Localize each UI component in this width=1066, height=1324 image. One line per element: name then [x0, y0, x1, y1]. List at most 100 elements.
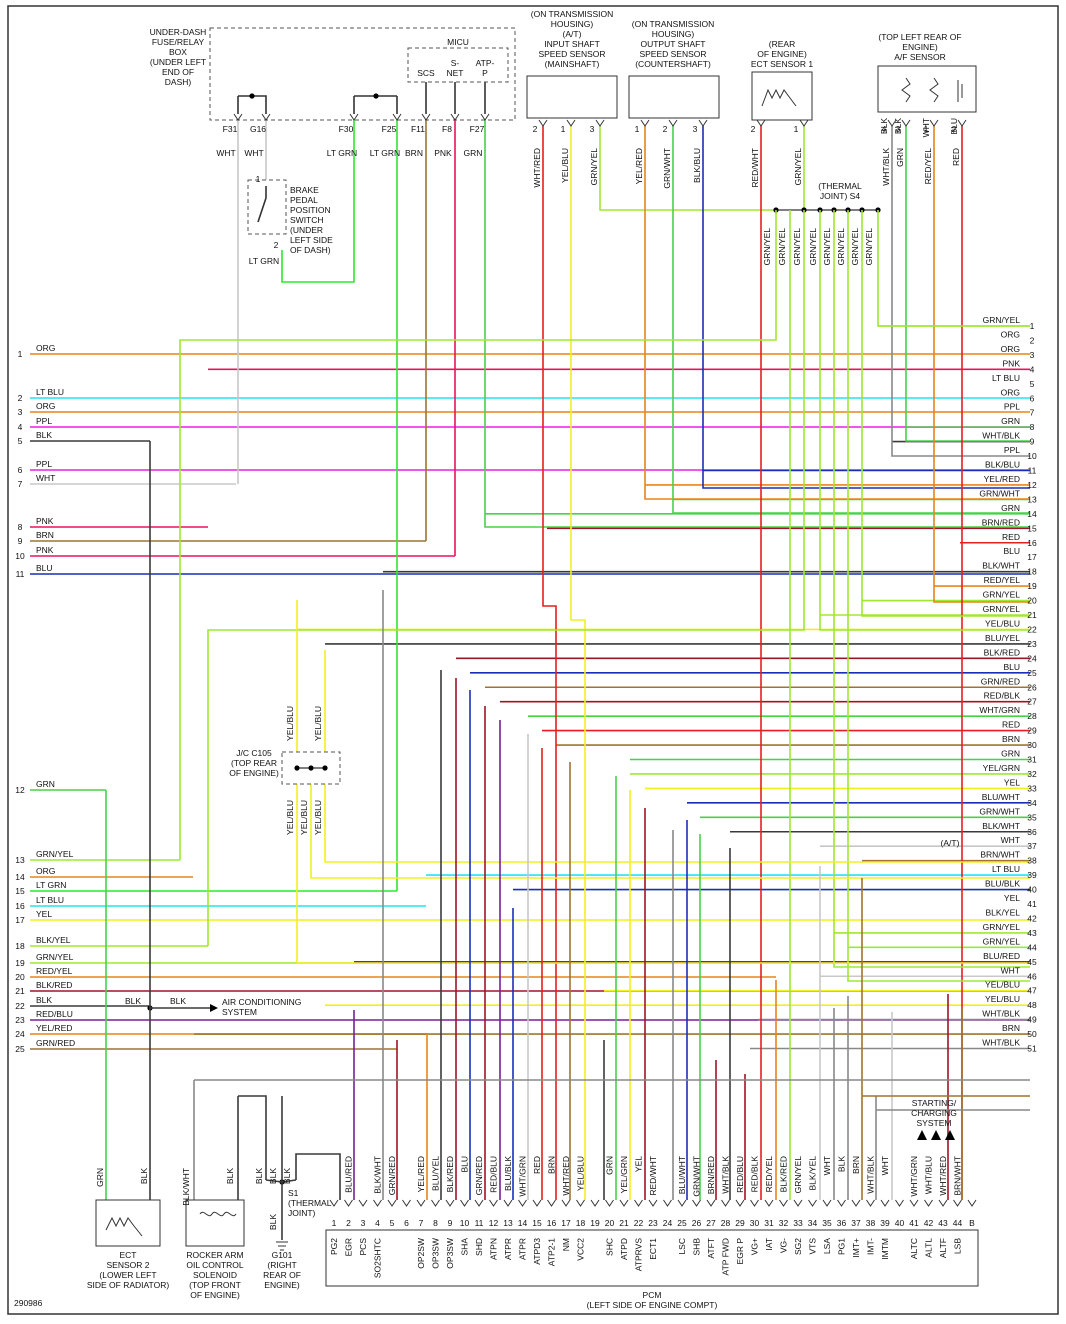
pcm-pin-number: 42	[924, 1218, 934, 1228]
left-row-number: 9	[18, 536, 23, 546]
wire-s4-drop-7	[861, 210, 1030, 617]
jc-c105-label-line: J/C C105	[236, 748, 272, 758]
ect1-label-line: ECT SENSOR 1	[751, 59, 813, 69]
right-row-number: 25	[1027, 668, 1037, 678]
left-row-number: 16	[15, 901, 25, 911]
left-row-number: 12	[15, 785, 25, 795]
right-row-number: 3	[1030, 350, 1035, 360]
pcm-wire-label: BLU	[460, 1156, 470, 1173]
pcm-wire-label: RED/BLK	[750, 1156, 760, 1193]
right-row-number: 41	[1027, 899, 1037, 909]
ect1-label-line: OF ENGINE)	[757, 49, 807, 59]
pcm-pin-connector	[735, 1199, 745, 1207]
micu-pin-scs: SCS	[417, 68, 435, 78]
wire-s4-drop-8	[877, 210, 1030, 327]
pcm-wire-label: WHT/GRN	[909, 1156, 919, 1197]
brake-switch-label-line: POSITION	[290, 205, 331, 215]
right-row-number: 20	[1027, 596, 1037, 606]
pcm-pin-connector	[967, 1199, 977, 1207]
right-row-number: 21	[1027, 610, 1037, 620]
pcm-pin-connector	[605, 1199, 614, 1207]
fuse-pin-connector	[450, 113, 460, 121]
thermal-joint-wire-label: GRN/YEL	[762, 228, 772, 266]
pcm-pin-connector	[866, 1199, 875, 1207]
pcm-pin-number: 32	[779, 1218, 789, 1228]
s1-label-line: S1	[288, 1188, 299, 1198]
right-row-color: RED	[1002, 720, 1020, 730]
pcm-pin-number: 14	[518, 1218, 528, 1228]
jc-wire-label: YEL/BLU	[285, 706, 295, 741]
component-layer	[95, 27, 979, 1287]
left-row-number: 3	[18, 407, 23, 417]
wire-f30-ltgrn	[281, 120, 355, 283]
sensor-pin-connector	[640, 119, 650, 127]
pcm-wire-label: BLU/BLK	[503, 1156, 513, 1191]
right-row-number: 29	[1027, 726, 1037, 736]
left-row-color: LT BLU	[36, 387, 64, 397]
pcm-wire-label: BLU/WHT	[677, 1156, 687, 1194]
jc-c105-label-line: (TOP REAR	[231, 758, 277, 768]
right-row-color: BLK/BLU	[985, 460, 1020, 470]
af-wire-label: BLU	[949, 118, 959, 135]
wire-s4-drop-1	[179, 210, 777, 860]
sensor-wire-label: WHT/BLK	[881, 148, 891, 186]
pcm-pin-name: ALTC	[909, 1238, 919, 1259]
pcm-pin-name: ATP2-1	[547, 1238, 557, 1266]
pcm-pin-connector	[402, 1199, 411, 1207]
right-row-number: 27	[1027, 697, 1037, 707]
pcm-pin-number: 37	[851, 1218, 861, 1228]
right-row-number: 15	[1027, 523, 1037, 533]
pcm-wire-label: GRN/RED	[474, 1156, 484, 1195]
fuse-box-label-line: (UNDER LEFT	[150, 57, 206, 67]
wire-red-yel-af	[933, 126, 1030, 603]
left-row-number: 15	[15, 886, 25, 896]
right-row-number: 28	[1027, 711, 1037, 721]
af-wire-label: BLK	[879, 118, 889, 134]
pcm-pin-name: VTS	[808, 1238, 818, 1255]
sensor-wire-label: GRN/YEL	[793, 148, 803, 186]
left-row-color: RED/BLU	[36, 1009, 73, 1019]
pcm-pin-name: ATPR	[503, 1238, 513, 1260]
pcm-pin-number: 33	[793, 1218, 803, 1228]
sensor-pin-connector	[566, 119, 576, 127]
input-sensor-label-line: (ON TRANSMISSION	[531, 9, 614, 19]
right-row-number: 47	[1027, 986, 1037, 996]
right-row-number: 31	[1027, 755, 1037, 765]
g101-label-line: ENGINE)	[264, 1280, 300, 1290]
brake-switch-contact	[257, 186, 267, 223]
left-row-color: PPL	[36, 459, 52, 469]
pcm-pin-number: 3	[361, 1218, 366, 1228]
sensor-pin-number: 4	[882, 124, 887, 134]
pcm-pin-connector	[445, 1199, 455, 1207]
right-row-number: 42	[1027, 913, 1037, 923]
fuse-wire-label: PNK	[434, 148, 452, 158]
left-row-number: 8	[18, 522, 23, 532]
right-row-color: BRN	[1002, 734, 1020, 744]
pcm-wire-label: RED/BLU	[735, 1156, 745, 1193]
left-row-number: 7	[18, 479, 23, 489]
pcm-pin-connector	[808, 1199, 817, 1207]
pcm-wire-label: WHT	[822, 1156, 832, 1175]
starting-system-label-line: SYSTEM	[917, 1118, 952, 1128]
left-row-number: 4	[18, 422, 23, 432]
right-row-color: WHT	[1001, 835, 1020, 845]
thermal-joint-s4-label-line: (THERMAL	[818, 181, 862, 191]
fuse-pin-connector	[421, 113, 431, 121]
pcm-pin-name: VG-	[779, 1238, 789, 1253]
pcm-pin-connector	[895, 1199, 904, 1207]
pcm-wire-label: RED/BLU	[489, 1156, 499, 1193]
right-row-color: GRN	[1001, 503, 1020, 513]
right-row-color: WHT	[1001, 965, 1020, 975]
jc-wire-label: YEL/BLU	[285, 800, 295, 835]
ac-wire-label-blk: BLK	[125, 996, 141, 1006]
output-sensor-label-line: OUTPUT SHAFT	[640, 39, 705, 49]
pcm-pin-name: SO2SHTC	[373, 1238, 383, 1278]
right-row-color: YEL/BLU	[985, 618, 1020, 628]
right-row-color: GRN/YEL	[983, 936, 1021, 946]
sensor-wire-label: BLK/BLU	[692, 148, 702, 183]
right-row-color: YEL/RED	[984, 474, 1020, 484]
right-row-number: 17	[1027, 552, 1037, 562]
rocker-wire-label: BLK	[225, 1168, 235, 1184]
left-row-color: ORG	[36, 866, 55, 876]
right-row-color: YEL/GRN	[983, 763, 1020, 773]
